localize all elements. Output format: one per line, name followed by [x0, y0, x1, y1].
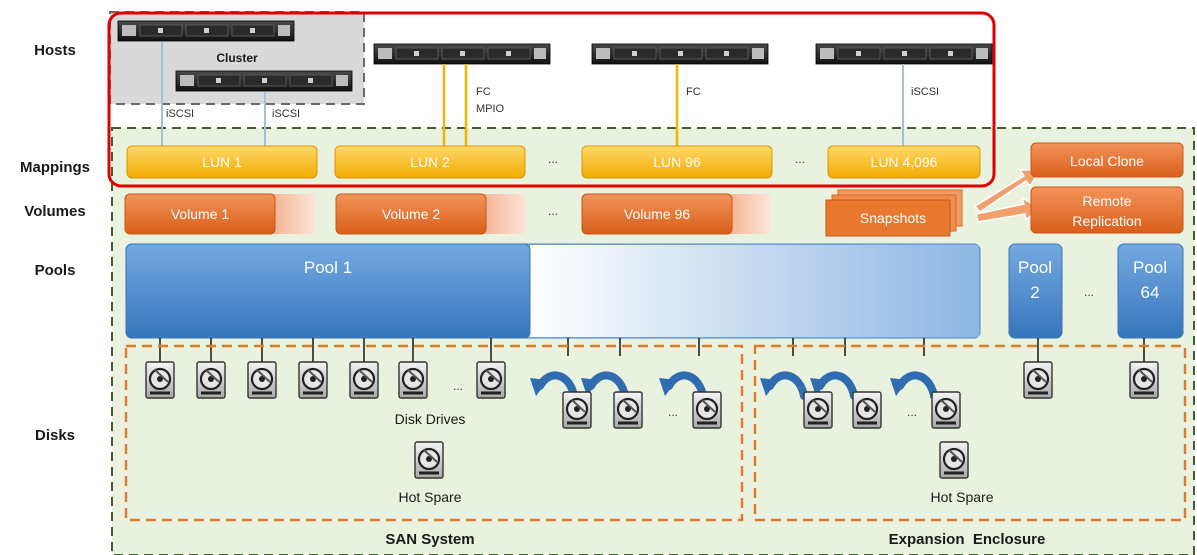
lun-1-box: [126, 145, 318, 179]
volume-2-box: [335, 193, 487, 235]
local-clone-box: [1030, 142, 1184, 178]
pool-64-box: [1117, 243, 1184, 339]
row-label-mappings: Mappings: [20, 159, 90, 176]
volume-2-label: Volume 2: [382, 206, 441, 222]
pool-1-label: Pool 1: [304, 258, 352, 277]
disk-drive-icon: [691, 390, 723, 430]
snapshots-label: Snapshots: [860, 210, 926, 226]
disk-drives-label: Disk Drives: [395, 411, 466, 427]
san-system-label: SAN System: [385, 531, 474, 548]
ellipsis: ...: [548, 204, 558, 218]
server-icon: [591, 43, 769, 65]
server-icon: [815, 43, 993, 65]
lun-4096-box: [827, 145, 981, 179]
connection-label-fc: FC: [476, 86, 491, 98]
connection-label-iscsi: iSCSI: [166, 108, 194, 120]
disk-drive-icon: [246, 360, 278, 400]
san-system-group: [124, 344, 744, 522]
pool-64-label-2: 64: [1141, 283, 1160, 302]
row-label-pools: Pools: [35, 262, 76, 279]
pool-2-box: [1008, 243, 1063, 339]
row-label-volumes: Volumes: [24, 203, 85, 220]
volume-1-label: Volume 1: [171, 206, 230, 222]
disk-drive-icon: [297, 360, 329, 400]
volume-1-box: [124, 193, 276, 235]
server-icon: [175, 70, 353, 92]
hot-spare-disk-icon: [938, 440, 970, 480]
disk-drive-icon: [1022, 360, 1054, 400]
local-clone-label: Local Clone: [1070, 153, 1144, 169]
server-icon: [117, 20, 295, 42]
pool-2-label-2: 2: [1030, 283, 1039, 302]
disk-drive-icon: [1128, 360, 1160, 400]
volume-96-box: [581, 193, 733, 235]
lun-4096-label: LUN 4,096: [871, 154, 938, 170]
disk-drive-icon: [930, 390, 962, 430]
ellipsis: ...: [795, 152, 805, 166]
arrow-to-local-clone: [973, 169, 1042, 214]
volume-96-label: Volume 96: [624, 206, 690, 222]
server-icon: [373, 43, 551, 65]
disk-drive-icon: [195, 360, 227, 400]
ellipsis: ...: [548, 152, 558, 166]
disk-drive-icon: [802, 390, 834, 430]
pool-1-fade: [530, 245, 979, 337]
lun-1-label: LUN 1: [202, 154, 242, 170]
hot-spare-label: Hot Spare: [398, 489, 461, 505]
lun-2-box: [334, 145, 526, 179]
pool-64-label-1: Pool: [1133, 258, 1167, 277]
ellipsis: ...: [1084, 285, 1094, 299]
disk-drive-icon: [561, 390, 593, 430]
disk-drive-icon: [144, 360, 176, 400]
ellipsis: ...: [453, 379, 463, 393]
connection-label-iscsi: iSCSI: [911, 86, 939, 98]
host-mapping-highlight-frame: [107, 11, 996, 188]
lun-2-label: LUN 2: [410, 154, 450, 170]
expansion-enclosure-label: Expansion Enclosure: [889, 531, 1046, 548]
remote-replication-label-2: Replication: [1072, 213, 1141, 229]
connection-label-iscsi: iSCSI: [272, 108, 300, 120]
ellipsis: ...: [907, 405, 917, 419]
disk-drive-icon: [475, 360, 507, 400]
disk-drive-icon: [612, 390, 644, 430]
lun-96-label: LUN 96: [653, 154, 701, 170]
connection-label-mpio: MPIO: [476, 103, 505, 115]
snapshots-box: [825, 199, 951, 237]
remote-replication-label-1: Remote: [1082, 193, 1131, 209]
remote-replication-box: [1030, 186, 1184, 234]
disk-drive-icon: [397, 360, 429, 400]
ellipsis: ...: [668, 405, 678, 419]
pool-2-label-1: Pool: [1018, 258, 1052, 277]
expansion-enclosure-group: [753, 344, 1187, 522]
row-label-disks: Disks: [35, 427, 75, 444]
lun-96-box: [581, 145, 773, 179]
hot-spare-label: Hot Spare: [930, 489, 993, 505]
cluster-label: Cluster: [216, 51, 258, 65]
row-label-hosts: Hosts: [34, 42, 76, 59]
connection-label-fc: FC: [686, 86, 701, 98]
pool-1-box: [125, 243, 531, 339]
hot-spare-disk-icon: [413, 440, 445, 480]
disk-drive-icon: [851, 390, 883, 430]
disk-drive-icon: [348, 360, 380, 400]
